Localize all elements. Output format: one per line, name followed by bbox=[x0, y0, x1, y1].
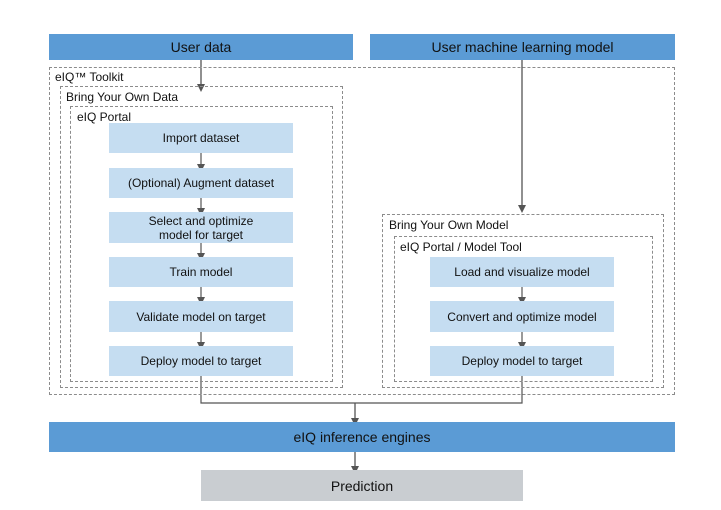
byom-portal-label: eIQ Portal / Model Tool bbox=[400, 240, 522, 254]
byom-label: Bring Your Own Model bbox=[389, 218, 509, 232]
toolkit-container bbox=[49, 67, 675, 395]
byod-container bbox=[60, 86, 343, 388]
byom-container bbox=[382, 214, 664, 388]
step-import-dataset: Import dataset bbox=[109, 123, 293, 153]
prediction-box: Prediction bbox=[201, 470, 523, 501]
step-select-optimize-model: Select and optimize model for target bbox=[109, 212, 293, 243]
user-data-label: User data bbox=[170, 39, 232, 55]
step-augment-dataset: (Optional) Augment dataset bbox=[109, 168, 293, 198]
byod-portal-container bbox=[70, 106, 333, 382]
byom-portal-container bbox=[394, 236, 653, 382]
step-load-visualize-model: Load and visualize model bbox=[430, 257, 614, 287]
inference-engines-box: eIQ inference engines bbox=[49, 422, 675, 452]
step-train-model: Train model bbox=[109, 257, 293, 287]
step-convert-optimize-model: Convert and optimize model bbox=[430, 301, 614, 332]
toolkit-label: eIQ™ Toolkit bbox=[55, 70, 124, 84]
prediction-label: Prediction bbox=[330, 477, 394, 494]
byod-label: Bring Your Own Data bbox=[66, 90, 179, 104]
step-validate-model: Validate model on target bbox=[109, 301, 293, 332]
merge-line bbox=[200, 376, 523, 404]
step-deploy-model: Deploy model to target bbox=[109, 346, 293, 376]
byod-portal-label: eIQ Portal bbox=[77, 110, 132, 124]
user-data-box: User data bbox=[49, 34, 353, 60]
step-byom-deploy-model: Deploy model to target bbox=[430, 346, 614, 376]
user-model-box: User machine learning model bbox=[370, 34, 675, 60]
user-model-label: User machine learning model bbox=[431, 39, 614, 55]
inference-engines-label: eIQ inference engines bbox=[293, 429, 431, 445]
